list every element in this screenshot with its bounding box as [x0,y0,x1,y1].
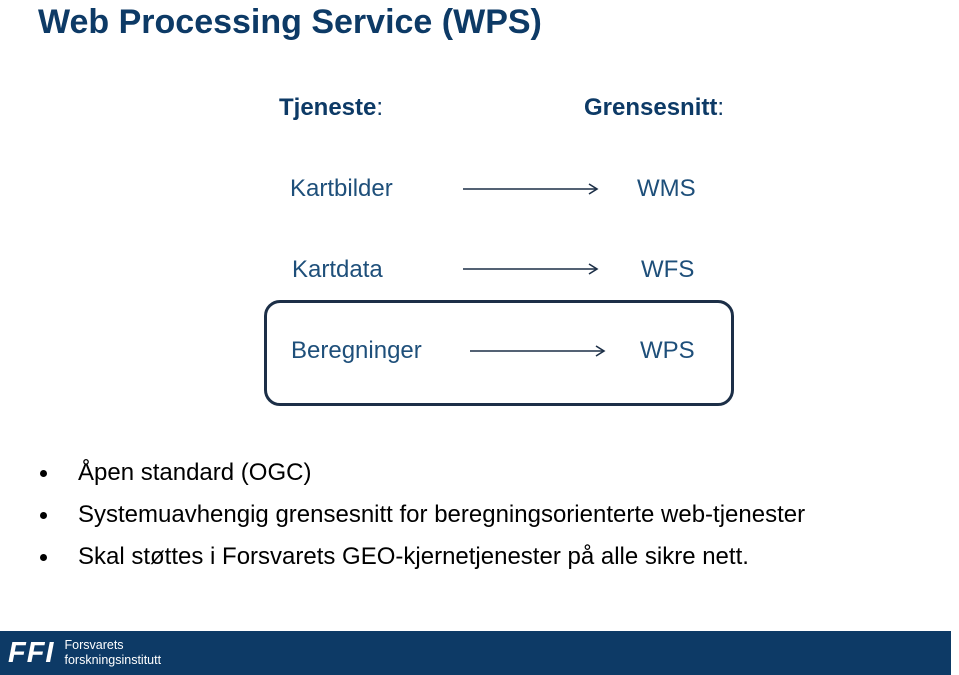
footer-bar: FFI Forsvarets forskningsinstitutt [0,631,951,675]
logo-mark: FFI [8,637,55,669]
arrow-right-icon [463,183,599,195]
ffi-logo: FFI Forsvarets forskningsinstitutt [8,631,161,675]
bullet-dot-icon [40,512,47,519]
arrow-right-icon [470,345,606,357]
highlight-box-wps [264,300,734,406]
bullet-item: Åpen standard (OGC) [40,452,805,494]
bullet-text: Skal støttes i Forsvarets GEO-kjernetjen… [78,543,749,570]
slide-title: Web Processing Service (WPS) [38,3,542,41]
bullet-item: Skal støttes i Forsvarets GEO-kjernetjen… [40,536,805,578]
bullet-list: Åpen standard (OGC) Systemuavhengig gren… [40,452,805,578]
interface-column-colon: : [717,94,725,121]
bullet-text: Systemuavhengig grensesnitt for beregnin… [78,501,806,528]
interface-wfs: WFS [641,256,695,283]
service-kartbilder: Kartbilder [290,175,393,202]
interface-wps: WPS [640,337,695,364]
logo-text: Forsvarets forskningsinstitutt [65,638,162,668]
arrow-right-icon [463,263,599,275]
bullet-dot-icon [40,470,47,477]
interface-column-label: Grensesnitt [584,94,718,121]
interface-wms: WMS [637,175,696,202]
bullet-dot-icon [40,554,47,561]
service-column-colon: : [376,94,384,121]
service-column-header: Tjeneste: [279,92,383,124]
interface-column-header: Grensesnitt: [584,92,724,124]
service-column-label: Tjeneste [279,94,377,121]
logo-line-2: forskningsinstitutt [64,653,162,667]
bullet-item: Systemuavhengig grensesnitt for beregnin… [40,494,805,536]
bullet-text: Åpen standard (OGC) [78,459,312,486]
service-beregninger: Beregninger [291,337,422,364]
logo-line-1: Forsvarets [64,638,124,652]
service-kartdata: Kartdata [292,256,383,283]
